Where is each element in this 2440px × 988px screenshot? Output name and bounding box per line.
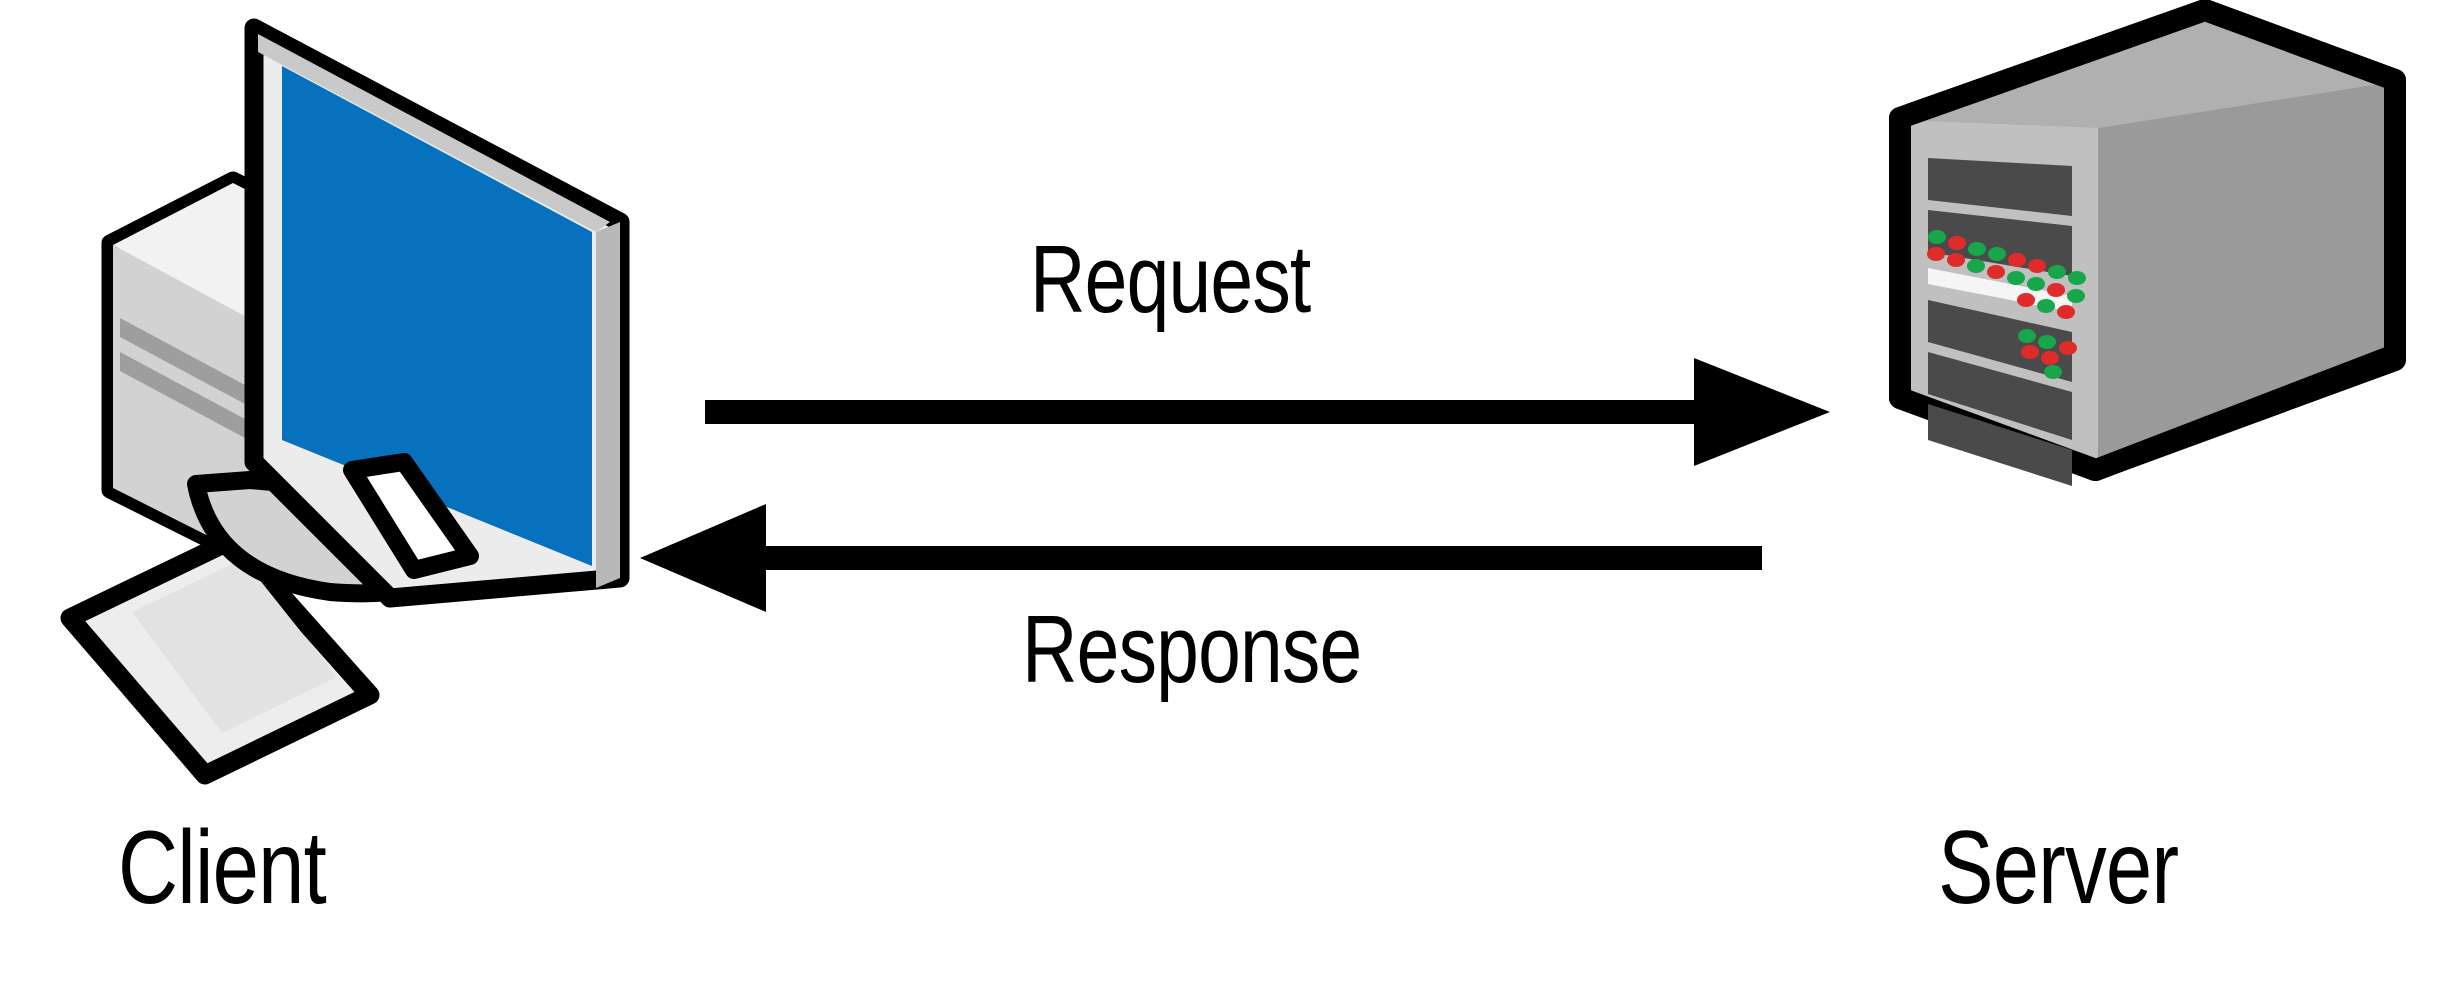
led-green — [2068, 271, 2086, 285]
client-computer-icon[interactable] — [60, 18, 630, 785]
led-green — [1967, 259, 1985, 273]
client-keyboard — [60, 530, 380, 785]
request-arrow-label: Request — [1030, 226, 1311, 333]
led-green — [2044, 365, 2062, 379]
server-node-label: Server — [1938, 810, 2179, 926]
led-green — [1988, 247, 2006, 261]
server-slot-4 — [1928, 352, 2072, 440]
led-green — [1928, 230, 1946, 244]
led-red — [2017, 293, 2035, 307]
led-red — [1948, 236, 1966, 250]
request-arrow-head — [1694, 358, 1830, 466]
response-arrow-label: Response — [1022, 596, 1362, 703]
server-body-outline — [1889, 0, 2406, 481]
client-monitor — [244, 18, 630, 608]
keyboard-key-area — [132, 559, 337, 733]
server-drive-bays — [1928, 158, 2072, 486]
server-side-face — [2098, 82, 2393, 462]
led-green — [2067, 289, 2085, 303]
led-green — [2038, 335, 2056, 349]
led-red — [2047, 283, 2065, 297]
request-arrow[interactable] — [705, 358, 1830, 466]
tower-slot-1 — [120, 318, 245, 404]
led-green — [2037, 299, 2055, 313]
response-arrow-head — [640, 504, 766, 612]
server-slot-1 — [1928, 158, 2072, 216]
led-red — [2057, 305, 2075, 319]
led-green — [2048, 265, 2066, 279]
led-red — [2059, 341, 2077, 355]
led-red — [2008, 253, 2026, 267]
server-led-cluster-lower — [2018, 329, 2077, 379]
monitor-neck — [343, 453, 479, 579]
led-red — [2021, 345, 2039, 359]
led-green — [2007, 271, 2025, 285]
monitor-edge-shadow — [596, 222, 620, 588]
server-slot-5 — [1928, 404, 2072, 486]
server-tower-icon[interactable] — [1889, 0, 2406, 486]
tower-slot-2 — [120, 352, 245, 438]
led-red — [1947, 253, 1965, 267]
led-green — [1968, 242, 1986, 256]
led-red — [2041, 351, 2059, 365]
led-red — [2028, 259, 2046, 273]
led-green — [2018, 329, 2036, 343]
led-red — [1987, 265, 2005, 279]
led-green — [2027, 277, 2045, 291]
monitor-top-shadow — [258, 34, 610, 232]
monitor-screen — [282, 66, 592, 566]
server-led-cluster-upper — [1927, 230, 2086, 319]
response-arrow[interactable] — [640, 504, 1762, 612]
led-red — [1927, 247, 1945, 261]
client-node-label: Client — [118, 810, 327, 926]
server-slot-3 — [1928, 300, 2072, 382]
server-divider-bar — [1928, 268, 2072, 312]
